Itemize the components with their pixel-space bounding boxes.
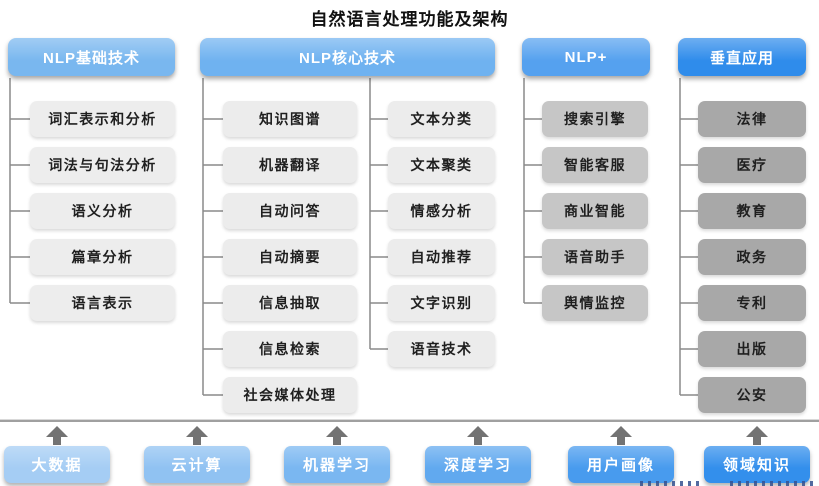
node-auto-recommendation: 自动推荐 xyxy=(388,239,495,275)
node-machine-translation: 机器翻译 xyxy=(223,147,357,183)
column-header-nlp-core: NLP核心技术 xyxy=(200,38,495,76)
up-arrow-icon xyxy=(186,426,208,445)
node-lexical-representation: 词汇表示和分析 xyxy=(30,101,175,137)
node-semantic-analysis: 语义分析 xyxy=(30,193,175,229)
node-information-extraction: 信息抽取 xyxy=(223,285,357,321)
node-information-retrieval: 信息检索 xyxy=(223,331,357,367)
up-arrow-icon xyxy=(326,426,348,445)
foundation-user-profile: 用户画像 xyxy=(568,446,674,483)
node-voice-assistant: 语音助手 xyxy=(542,239,648,275)
node-language-representation: 语言表示 xyxy=(30,285,175,321)
node-opinion-monitoring: 舆情监控 xyxy=(542,285,648,321)
connector-path-col4 xyxy=(679,78,698,396)
node-medical: 医疗 xyxy=(698,147,806,183)
node-education: 教育 xyxy=(698,193,806,229)
up-arrow-icon xyxy=(610,426,632,445)
connector-path-col2-right xyxy=(369,78,388,350)
node-legal: 法律 xyxy=(698,101,806,137)
foundation-machine-learning: 机器学习 xyxy=(284,446,390,483)
node-knowledge-graph: 知识图谱 xyxy=(223,101,357,137)
connector-path-col2-left xyxy=(202,78,223,396)
node-government: 政务 xyxy=(698,239,806,275)
node-discourse-analysis: 篇章分析 xyxy=(30,239,175,275)
column-header-nlp-plus: NLP+ xyxy=(522,38,650,76)
node-search-engine: 搜索引擎 xyxy=(542,101,648,137)
node-auto-qa: 自动问答 xyxy=(223,193,357,229)
node-smart-customer-service: 智能客服 xyxy=(542,147,648,183)
foundation-deep-learning: 深度学习 xyxy=(425,446,531,483)
node-text-classification: 文本分类 xyxy=(388,101,495,137)
foundation-big-data: 大数据 xyxy=(4,446,110,483)
node-patent: 专利 xyxy=(698,285,806,321)
connector-path-col3 xyxy=(523,78,542,304)
up-arrow-icon xyxy=(467,426,489,445)
diagram-title: 自然语言处理功能及架构 xyxy=(310,10,509,29)
up-arrow-icon xyxy=(46,426,68,445)
foundation-domain-knowledge: 领域知识 xyxy=(704,446,810,483)
node-auto-summarization: 自动摘要 xyxy=(223,239,357,275)
node-social-media-processing: 社会媒体处理 xyxy=(223,377,357,413)
node-morph-syntax-analysis: 词法与句法分析 xyxy=(30,147,175,183)
connector-path-col1 xyxy=(9,78,30,304)
watermark-fragment xyxy=(640,481,700,486)
node-speech-technology: 语音技术 xyxy=(388,331,495,367)
column-header-nlp-basic: NLP基础技术 xyxy=(8,38,175,76)
node-business-intelligence: 商业智能 xyxy=(542,193,648,229)
watermark-fragment xyxy=(730,481,815,486)
node-publishing: 出版 xyxy=(698,331,806,367)
node-ocr: 文字识别 xyxy=(388,285,495,321)
node-public-security: 公安 xyxy=(698,377,806,413)
up-arrow-icon xyxy=(746,426,768,445)
foundation-separator-line xyxy=(0,419,819,422)
column-header-vertical-apps: 垂直应用 xyxy=(678,38,806,76)
node-sentiment-analysis: 情感分析 xyxy=(388,193,495,229)
node-text-clustering: 文本聚类 xyxy=(388,147,495,183)
foundation-cloud-computing: 云计算 xyxy=(144,446,250,483)
